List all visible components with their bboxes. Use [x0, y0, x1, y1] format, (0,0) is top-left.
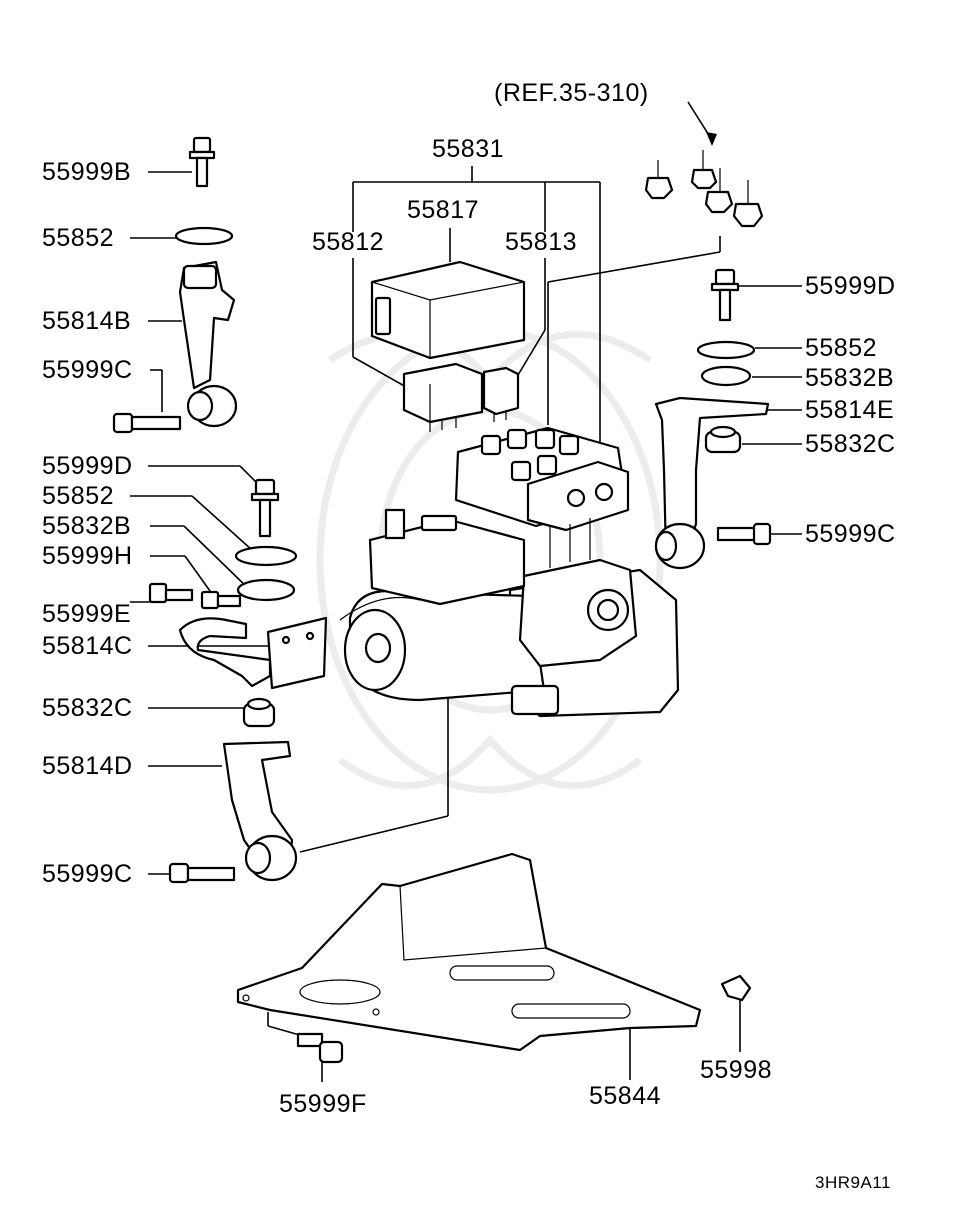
label-55999d-right: 55999D	[805, 272, 896, 300]
nut-55832c-right	[704, 425, 742, 454]
label-55999c-left-top: 55999C	[42, 356, 133, 384]
label-55844: 55844	[589, 1082, 661, 1110]
label-55999b: 55999B	[42, 158, 131, 186]
label-55852-left-top: 55852	[42, 224, 114, 252]
label-55812: 55812	[312, 228, 384, 256]
label-55999c-left-bottom: 55999C	[42, 860, 133, 888]
label-55831: 55831	[432, 135, 504, 163]
bolt-55999c-right	[716, 522, 772, 546]
bolt-55999d-left	[250, 478, 280, 538]
bolt-55999e	[148, 582, 194, 604]
label-55814c: 55814C	[42, 632, 133, 660]
label-55817: 55817	[407, 196, 479, 224]
bolt-55999h	[200, 590, 242, 610]
label-55832c-left: 55832C	[42, 694, 133, 722]
washer-55852-left-top	[174, 226, 234, 246]
label-55999d-left: 55999D	[42, 452, 133, 480]
plate-55844	[236, 852, 702, 1052]
bolt-55999d-right	[710, 268, 740, 322]
washer-55852-left-mid	[234, 545, 298, 567]
label-55999h: 55999H	[42, 542, 133, 570]
label-55852-right: 55852	[805, 334, 877, 362]
washer-55832b-left	[236, 578, 296, 602]
label-55813: 55813	[505, 228, 577, 256]
label-55999f: 55999F	[279, 1090, 367, 1118]
label-55814e: 55814E	[805, 396, 894, 424]
relay-55817	[370, 260, 526, 360]
label-ref: (REF.35-310)	[494, 79, 649, 107]
bracket-55814c	[178, 616, 328, 690]
bracket-55814e	[654, 396, 770, 570]
label-55832b-left: 55832B	[42, 512, 131, 540]
washer-55832b-right	[700, 365, 752, 387]
bracket-55814d	[168, 740, 298, 884]
label-55832c-right: 55832C	[805, 430, 896, 458]
nut-55832c-left	[242, 697, 276, 728]
bolt-55999f	[296, 1032, 344, 1064]
relay-55813	[482, 366, 520, 422]
label-55999c-right: 55999C	[805, 520, 896, 548]
abs-hydraulic-unit	[339, 426, 680, 718]
washer-55852-right	[696, 340, 756, 360]
label-55814d: 55814D	[42, 752, 133, 780]
bracket-55814b	[112, 260, 238, 434]
clip-55998	[720, 974, 752, 1002]
label-55814b: 55814B	[42, 307, 131, 335]
label-55999e: 55999E	[42, 600, 131, 628]
label-55832b-right: 55832B	[805, 364, 894, 392]
label-55852-left-mid: 55852	[42, 482, 114, 510]
part-labels: (REF.35-310) 55831 55817 55812 55813 559…	[42, 79, 896, 1192]
ref-nuts	[644, 150, 764, 228]
label-55998: 55998	[700, 1056, 772, 1084]
bolt-55999b	[188, 136, 216, 188]
relay-55812	[402, 362, 484, 432]
figure-code: 3HR9A11	[815, 1173, 891, 1192]
